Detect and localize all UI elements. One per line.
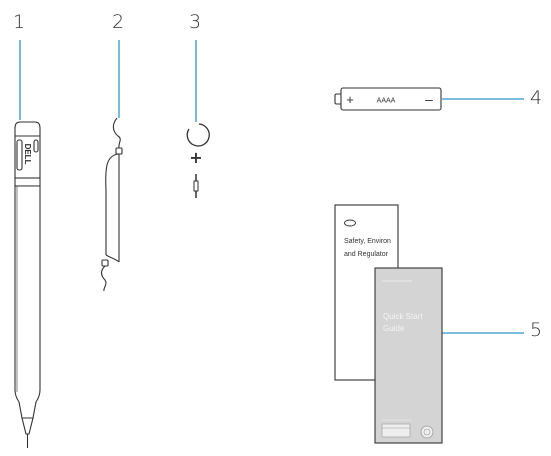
callout-5: 5 (530, 319, 543, 341)
quick-start-guide: Quick Start Guide (374, 267, 443, 444)
battery-minus-label: – (425, 91, 433, 107)
guide-title-line2: Guide (383, 324, 405, 333)
callout-2: 2 (112, 11, 125, 33)
battery-type-label: AAAA (377, 98, 396, 105)
tip-kit-plus: + (189, 148, 202, 167)
pen-brand-logo: DELL (23, 144, 32, 165)
battery-illustration: + AAAA – (334, 87, 442, 111)
safety-doc-line2: and Regulator (344, 251, 389, 258)
battery-plus-label: + (346, 92, 354, 107)
safety-doc-line1: Safety, Environ (344, 238, 391, 245)
callout-1: 1 (13, 11, 26, 33)
pen-illustration: DELL (14, 121, 41, 448)
guide-title-line1: Quick Start (383, 312, 423, 321)
callout-4: 4 (530, 87, 543, 109)
tether-illustration (101, 117, 123, 292)
tip-kit-illustration (186, 123, 210, 198)
callout-3: 3 (189, 11, 202, 33)
